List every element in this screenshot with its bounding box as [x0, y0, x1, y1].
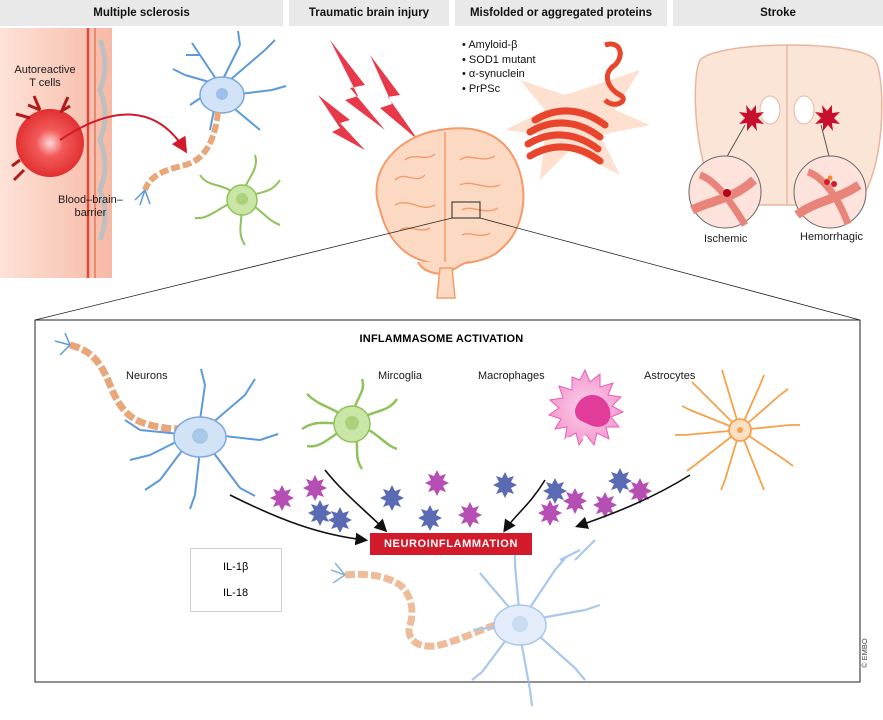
t-cell-icon — [11, 95, 84, 182]
header-traumatic-brain-injury: Traumatic brain injury — [289, 0, 449, 26]
ms-neuron-icon — [172, 30, 287, 131]
il1b-star — [458, 502, 482, 528]
il1b-star — [425, 470, 449, 496]
ms-axon — [142, 111, 221, 192]
neuroinflammation-box: NEUROINFLAMMATION — [370, 533, 532, 555]
bottom-neuron-icon — [330, 539, 601, 707]
legend-row-il1b: IL-1β — [223, 561, 248, 573]
protein-item: SOD1 mutant — [462, 53, 536, 68]
macrophages-label: Macrophages — [478, 370, 545, 382]
ischemic-circle — [688, 155, 762, 229]
il18-star — [308, 500, 332, 526]
legend: IL-1β IL-18 — [190, 548, 282, 612]
il1b-star — [628, 478, 652, 504]
il1b-star — [270, 485, 294, 511]
hemorrhagic-label: Hemorrhagic — [800, 231, 863, 243]
astrocytes-label: Astrocytes — [644, 370, 696, 382]
microglia-label: Mircoglia — [378, 370, 423, 382]
neuron-icon — [54, 332, 279, 510]
il1b-star — [563, 488, 587, 514]
il18-star — [418, 505, 442, 531]
il18-star — [380, 485, 404, 511]
protein-item: α-synuclein — [462, 67, 536, 82]
brain-icon — [375, 127, 525, 299]
zoom-line-right — [479, 217, 861, 321]
header-multiple-sclerosis: Multiple sclerosis — [0, 0, 283, 26]
il18-star — [493, 472, 517, 498]
legend-row-il18: IL-18 — [223, 587, 248, 599]
legend-il18-label: IL-18 — [223, 587, 249, 599]
zoom-line-left — [34, 217, 453, 321]
il18-star — [328, 507, 352, 533]
legend-il1b-label: IL-1β — [223, 561, 249, 573]
t-cell-arrow — [59, 113, 188, 154]
macrophage-icon — [547, 368, 625, 447]
header-misfolded-proteins: Misfolded or aggregated proteins — [455, 0, 667, 26]
protein-aggregate-icon — [505, 41, 650, 180]
arrows-to-neuroinflammation — [229, 469, 691, 546]
cytokines — [270, 468, 652, 533]
inflammasome-activation-title: INFLAMMASOME ACTIVATION — [359, 333, 524, 345]
t-cells-label: Autoreactive T cells — [14, 64, 76, 89]
neurons-label: Neurons — [126, 370, 168, 382]
bbb-label: Blood–brain– barrier — [58, 194, 123, 219]
protein-item: Amyloid-β — [462, 38, 536, 53]
header-stroke: Stroke — [673, 0, 883, 26]
protein-item: PrPSc — [462, 82, 536, 97]
hemorrhagic-circle — [793, 155, 867, 229]
il1b-star — [538, 500, 562, 526]
activation-box — [34, 319, 861, 683]
il18-star — [543, 478, 567, 504]
astrocyte-icon — [675, 369, 800, 491]
copyright-label: © EMBO — [860, 638, 869, 668]
il1b-star — [303, 475, 327, 501]
lightning-icon — [318, 40, 418, 150]
ischemic-label: Ischemic — [704, 233, 748, 245]
protein-list: Amyloid-β SOD1 mutant α-synuclein PrPSc — [462, 38, 536, 97]
microglia-icon — [301, 378, 399, 470]
il1b-star — [593, 492, 617, 518]
il18-star — [608, 468, 632, 494]
ms-microglia-icon — [194, 154, 281, 246]
